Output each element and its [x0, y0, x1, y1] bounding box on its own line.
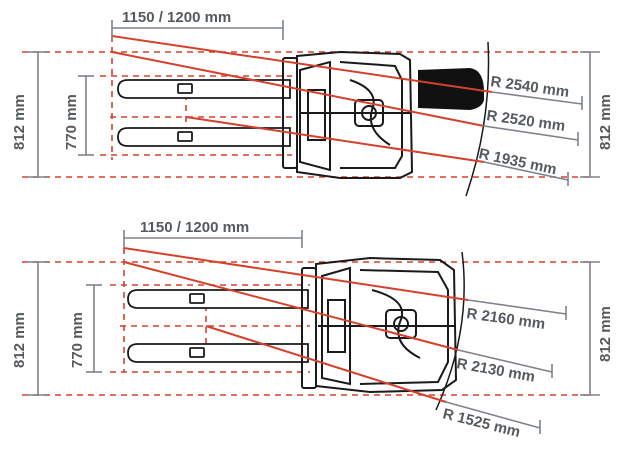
top-radius-3-label: R 1935 mm: [477, 145, 558, 178]
top-forks: [117, 79, 291, 147]
top-fork-length-label: 1150 / 1200 mm: [122, 9, 231, 26]
top-radius-arc: [465, 41, 490, 197]
top-tiller-handle: [418, 68, 484, 110]
top-radius-leaders: [483, 91, 583, 186]
bottom-radius-3-label: R 1525 mm: [441, 405, 522, 441]
bottom-turning-lines: [123, 247, 469, 403]
bottom-fork-spread-label: 770 mm: [69, 312, 86, 368]
bottom-forks: [127, 289, 309, 363]
top-overall-width-label: 812 mm: [11, 94, 28, 150]
top-overall-width-right-label: 812 mm: [597, 94, 614, 150]
bottom-fork-length-label: 1150 / 1200 mm: [140, 219, 249, 236]
bottom-radius-arc: [435, 251, 465, 411]
bottom-truck-diagram: 1150 / 1200 mm 812 mm 770 mm 812 mm R 21…: [11, 219, 614, 441]
top-truck-body: [282, 50, 414, 179]
top-dimension-lines: [28, 20, 600, 178]
bottom-radius-2-label: R 2130 mm: [455, 355, 536, 385]
top-turning-lines: [111, 35, 493, 163]
bottom-overall-width-right-label: 812 mm: [597, 306, 614, 362]
top-fork-spread-label: 770 mm: [63, 94, 80, 150]
top-radius-2-label: R 2520 mm: [485, 107, 566, 135]
bottom-radius-leaders: [445, 299, 567, 434]
bottom-truck-body: [301, 256, 458, 394]
top-truck-diagram: 1150 / 1200 mm 812 mm 770 mm 812 mm R 25…: [11, 9, 614, 197]
bottom-dimension-lines: [28, 230, 600, 396]
bottom-overall-width-label: 812 mm: [11, 312, 28, 368]
